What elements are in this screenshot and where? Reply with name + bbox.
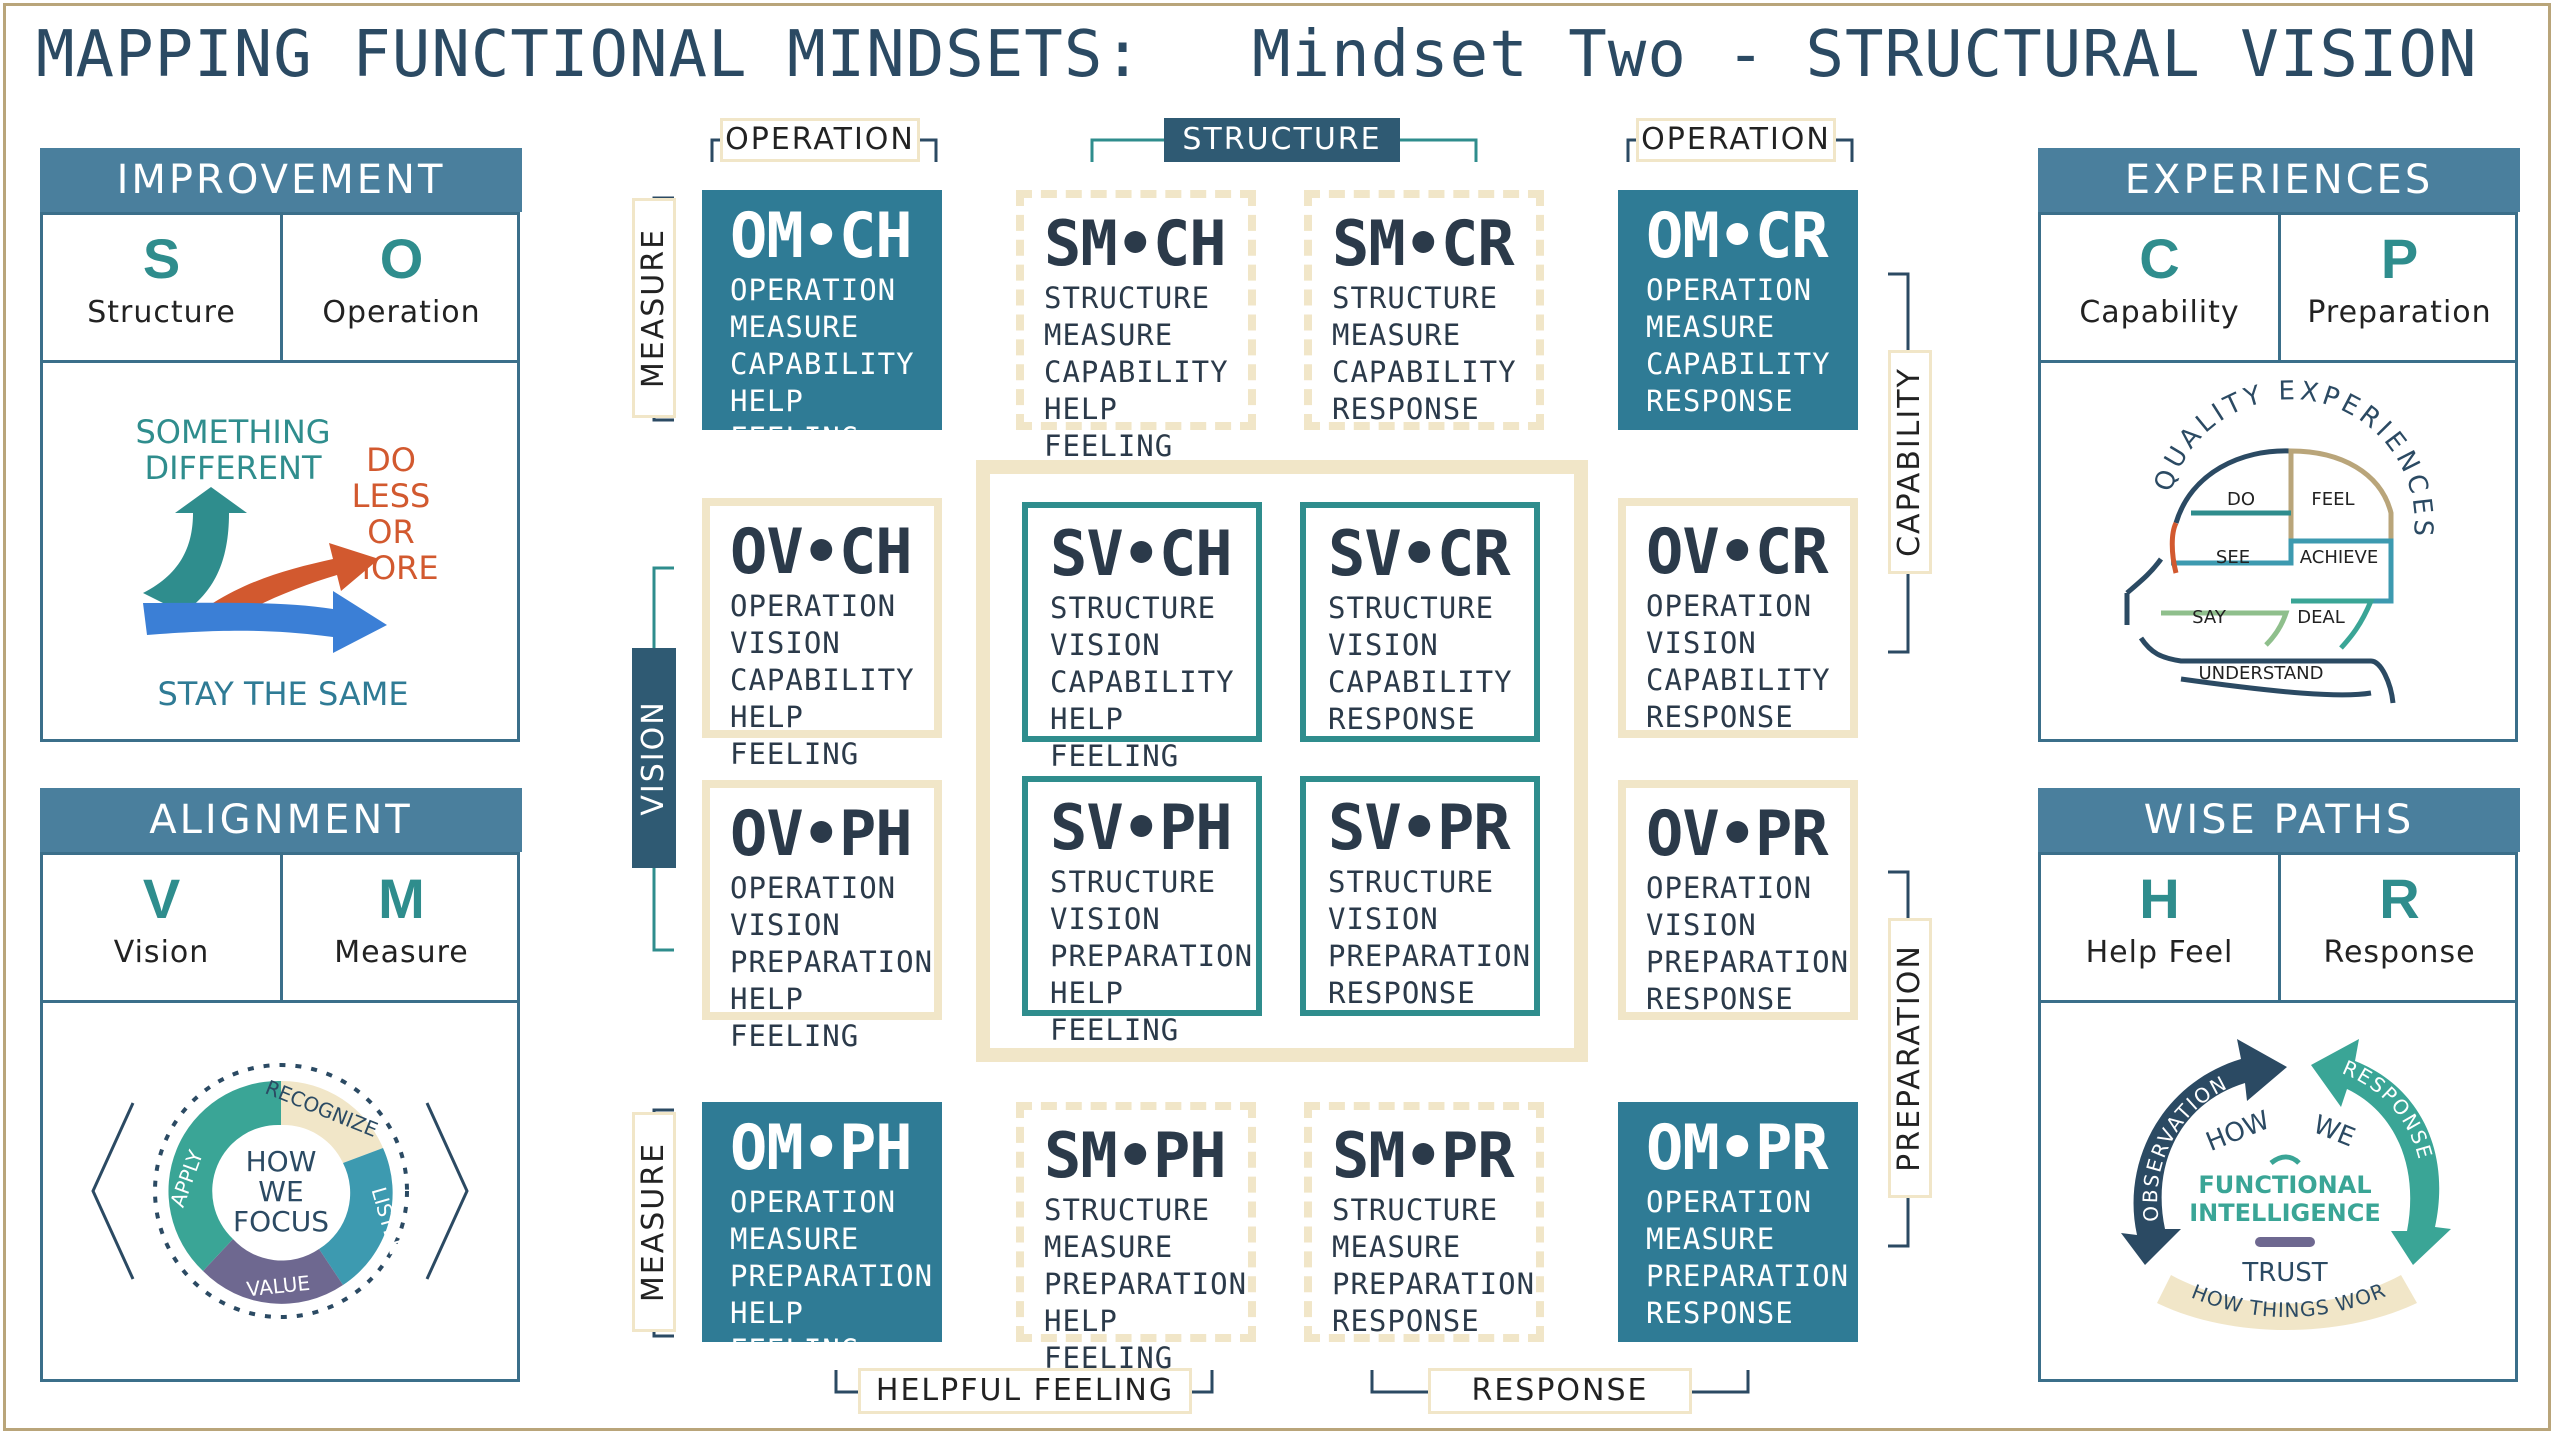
response-arrow xyxy=(2311,1039,2451,1265)
alignment-cell-measure: M Measure xyxy=(334,867,469,970)
label-different: DIFFERENT xyxy=(144,449,322,487)
core-frame xyxy=(976,460,1588,1062)
how-things-work-banner xyxy=(2157,1275,2417,1330)
wise-paths-header: WISE PATHS xyxy=(2038,788,2520,852)
outer-frame xyxy=(3,3,2551,1431)
alignment-panel: V Vision M Measure RECOGNIZE LISTEN VALU… xyxy=(40,852,520,1382)
label-something: SOMETHING xyxy=(135,413,330,451)
page-subtitle: Mindset Two - STRUCTURAL VISION xyxy=(1252,18,2478,92)
page-title: MAPPING FUNCTIONAL MINDSETS: xyxy=(36,18,1143,92)
svg-text:DO: DO xyxy=(366,441,416,479)
tag-structure-top: STRUCTURE xyxy=(1164,118,1400,162)
tag-operation-top-left: OPERATION xyxy=(720,118,920,162)
improvement-cell-operation: O Operation xyxy=(322,227,481,330)
tag-measure-top: MEASURE xyxy=(632,198,676,418)
left-bracket-icon xyxy=(91,1102,135,1280)
svg-text:WE: WE xyxy=(258,1175,303,1208)
experiences-panel: C Capability P Preparation QUALITY EXPER… xyxy=(2038,212,2518,742)
alignment-header: ALIGNMENT xyxy=(40,788,522,852)
svg-text:INTELLIGENCE: INTELLIGENCE xyxy=(2189,1199,2380,1227)
orange-arrow xyxy=(213,543,379,619)
svg-text:HOW: HOW xyxy=(246,1145,317,1178)
experiences-header: EXPERIENCES xyxy=(2038,148,2520,212)
svg-text:FOCUS: FOCUS xyxy=(233,1205,329,1238)
label-stay-the-same: STAY THE SAME xyxy=(157,675,408,713)
head-illustration: QUALITY EXPERIENCES DO FEEL SEE ACHIEVE … xyxy=(2124,376,2434,704)
observation-arrow xyxy=(2121,1039,2287,1265)
tag-response-bottom: RESPONSE xyxy=(1428,1368,1692,1414)
improvement-cell-structure: S Structure xyxy=(87,227,236,330)
tag-vision: VISION xyxy=(632,648,676,868)
functional-intelligence-illustration: OBSERVATION RESPONSE HOW WE FUNCTIONAL I… xyxy=(2041,1003,2451,1330)
wise-paths-cell-help-feel: H Help Feel xyxy=(2085,867,2234,970)
svg-text:OR: OR xyxy=(367,513,414,551)
arrows-illustration: SOMETHING DIFFERENT DO LESS OR MORE STAY… xyxy=(135,413,438,713)
svg-text:TRUST: TRUST xyxy=(2241,1258,2327,1288)
improvement-header: IMPROVEMENT xyxy=(40,148,522,212)
tag-operation-top-right: OPERATION xyxy=(1636,118,1836,162)
svg-text:DO: DO xyxy=(2227,489,2255,510)
improvement-panel: S Structure O Operation SOMETHING DIFFER… xyxy=(40,212,520,742)
svg-text:SAY: SAY xyxy=(2192,607,2227,628)
tag-capability: CAPABILITY xyxy=(1888,350,1932,574)
experiences-cell-preparation: P Preparation xyxy=(2307,227,2492,330)
svg-text:LESS: LESS xyxy=(352,477,431,515)
teal-arrow xyxy=(143,487,247,613)
right-bracket-icon xyxy=(425,1102,469,1280)
svg-text:FEEL: FEEL xyxy=(2311,489,2354,510)
tag-measure-bottom: MEASURE xyxy=(632,1112,676,1332)
alignment-cell-vision: V Vision xyxy=(113,867,210,970)
svg-text:FUNCTIONAL: FUNCTIONAL xyxy=(2198,1171,2371,1199)
svg-text:UNDERSTAND: UNDERSTAND xyxy=(2198,663,2323,684)
focus-wheel-illustration: RECOGNIZE LISTEN VALUE APPLY HOW WE FOCU… xyxy=(91,1063,469,1319)
tag-preparation: PREPARATION xyxy=(1888,918,1932,1198)
tag-helpful-feeling: HELPFUL FEELING xyxy=(858,1368,1192,1414)
wheel-recognize xyxy=(281,1080,383,1163)
svg-text:ACHIEVE: ACHIEVE xyxy=(2300,547,2378,568)
blue-arrow xyxy=(143,591,387,653)
svg-text:DEAL: DEAL xyxy=(2297,607,2345,628)
svg-text:SEE: SEE xyxy=(2216,547,2250,568)
wise-paths-cell-response: R Response xyxy=(2323,867,2476,970)
wise-paths-panel: H Help Feel R Response OBSERVATION RESPO… xyxy=(2038,852,2518,1382)
experiences-cell-capability: C Capability xyxy=(2079,227,2240,330)
